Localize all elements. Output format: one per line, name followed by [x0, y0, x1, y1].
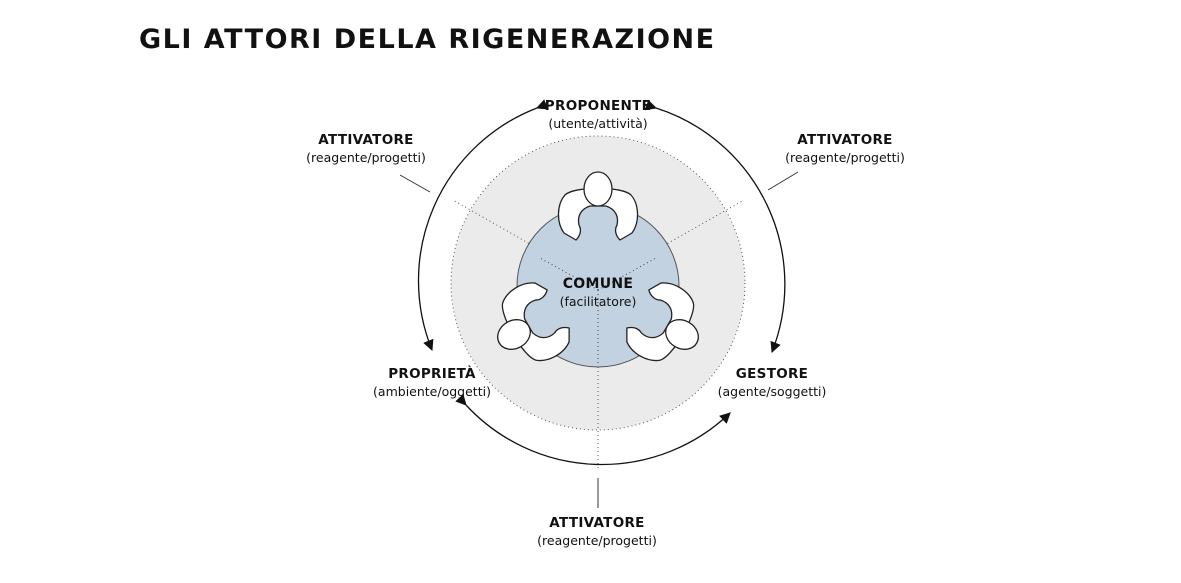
cycle-arrows	[417, 99, 786, 466]
node-name: PROPRIETÀ	[388, 366, 476, 382]
node-gestore: GESTORE (agente/soggetti)	[718, 366, 827, 400]
node-role: (ambiente/oggetti)	[373, 384, 491, 399]
arrow-proprieta-to-gestore	[455, 393, 731, 466]
arrow-proponente-to-proprieta	[417, 99, 549, 352]
inner-dividers	[539, 257, 657, 366]
sector-dividers	[452, 199, 745, 468]
activator-right: ATTIVATORE (reagente/progetti)	[785, 132, 905, 166]
activator-left: ATTIVATORE (reagente/progetti)	[306, 132, 426, 166]
node-name: COMUNE	[562, 276, 634, 292]
activator-name: ATTIVATORE	[549, 515, 645, 531]
arrow-proponente-to-gestore	[644, 99, 786, 354]
activator-role: (reagente/progetti)	[785, 150, 905, 165]
activator-bottom: ATTIVATORE (reagente/progetti)	[537, 515, 657, 549]
activator-name: ATTIVATORE	[797, 132, 893, 148]
node-proponente: PROPONENTE (utente/attività)	[545, 98, 651, 132]
person-top-view-icon	[497, 282, 570, 362]
activator-role: (reagente/progetti)	[537, 533, 657, 548]
node-role: (agente/soggetti)	[717, 384, 827, 399]
node-role: (utente/attività)	[548, 116, 648, 131]
page-title: GLI ATTORI DELLA RIGENERAZIONE	[139, 24, 716, 55]
node-name: GESTORE	[735, 366, 809, 382]
node-name: PROPONENTE	[544, 98, 652, 114]
node-role: (facilitatore)	[559, 294, 637, 309]
person-top-view-icon	[557, 171, 639, 241]
activator-role: (reagente/progetti)	[306, 150, 426, 165]
node-proprieta: PROPRIETÀ (ambiente/oggetti)	[373, 366, 491, 400]
node-comune: COMUNE (facilitatore)	[560, 276, 637, 310]
activator-name: ATTIVATORE	[318, 132, 414, 148]
person-top-view-icon	[626, 282, 699, 362]
